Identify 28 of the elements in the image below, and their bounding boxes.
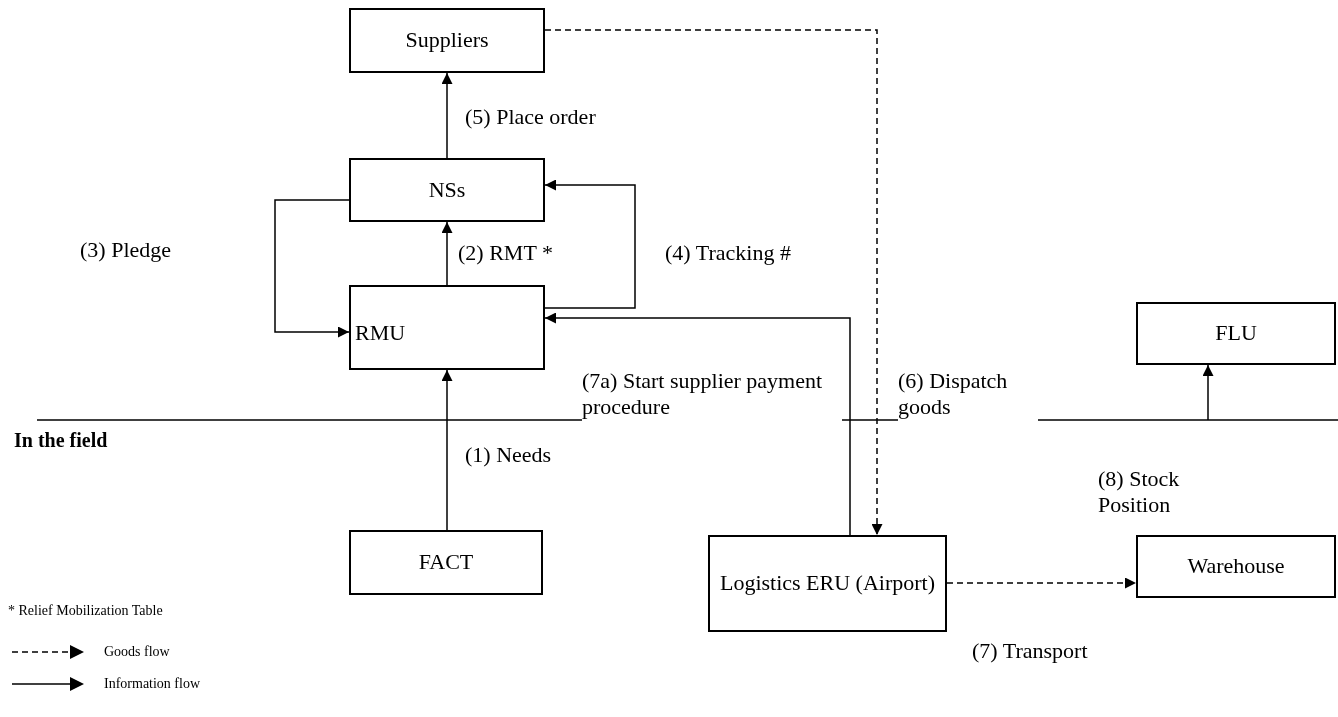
box-label: FACT — [417, 549, 475, 576]
legend-label: Goods flow — [104, 645, 170, 659]
arrow — [441, 369, 453, 531]
process-box — [349, 8, 545, 73]
arrow — [544, 312, 851, 536]
footnote: * Relief Mobilization Table — [8, 603, 163, 620]
process-box — [1136, 535, 1336, 598]
box-label: FLU — [1214, 320, 1258, 347]
arrow — [544, 29, 883, 536]
arrow — [1202, 364, 1214, 421]
step-label: (4) Tracking # — [665, 240, 791, 267]
arrow — [946, 577, 1137, 589]
region-label: In the field — [14, 428, 108, 452]
process-box — [1136, 302, 1336, 365]
box-label: NSs — [427, 176, 467, 204]
box-label: Warehouse — [1186, 553, 1286, 580]
process-box — [349, 285, 545, 370]
process-box — [349, 530, 543, 595]
legend-label: Information flow — [104, 677, 201, 691]
box-label: Suppliers — [404, 27, 490, 54]
arrow — [441, 221, 453, 286]
box-label: RMU — [354, 320, 407, 347]
process-box — [708, 535, 947, 632]
box-label: Logistics ERU (Airport) — [718, 570, 937, 597]
arrow — [544, 179, 636, 309]
arrow — [441, 72, 453, 159]
arrow — [274, 199, 350, 338]
process-box — [349, 158, 545, 222]
